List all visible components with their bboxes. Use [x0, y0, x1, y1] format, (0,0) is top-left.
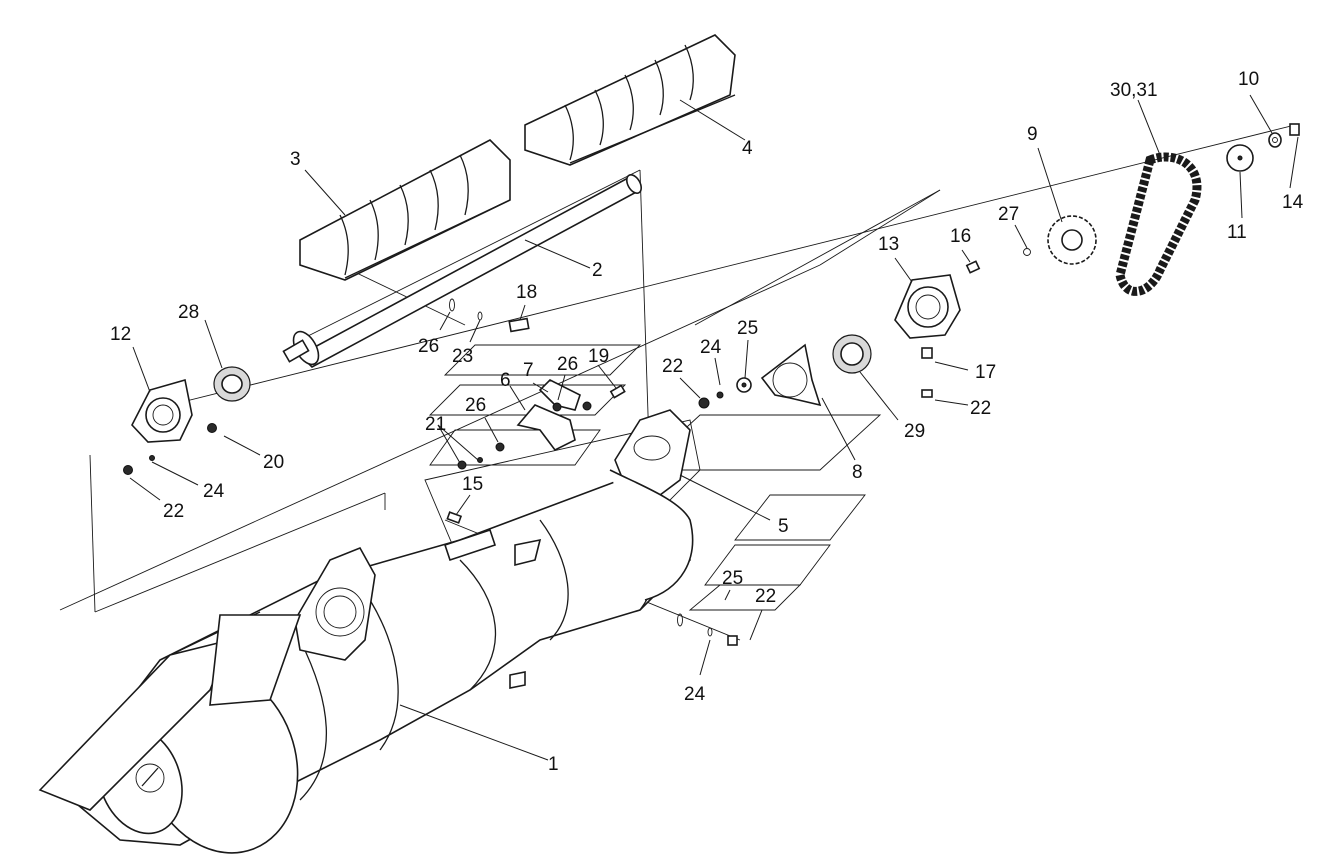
callout-8: 8: [852, 462, 863, 483]
callout-22-d: 22: [755, 586, 776, 607]
callout-5: 5: [778, 516, 789, 537]
callout-16: 16: [950, 226, 971, 247]
flange-right: [894, 274, 961, 339]
callout-10: 10: [1238, 69, 1259, 90]
callout-25-a: 25: [737, 318, 758, 339]
callout-4: 4: [742, 138, 753, 159]
callout-17: 17: [975, 362, 996, 383]
callout-26-a: 26: [418, 336, 439, 357]
callout-2: 2: [592, 260, 603, 281]
leader-lines: [129, 94, 1299, 761]
callout-11: 11: [1227, 222, 1247, 243]
half-cover-left: [299, 139, 511, 281]
bearing-right: [832, 334, 872, 374]
callout-20: 20: [263, 452, 284, 473]
callout-24-c: 24: [684, 684, 706, 705]
callout-27: 27: [998, 204, 1019, 225]
bearing-left: [213, 366, 251, 402]
callout-labels: 1 2 3 4 5 6 7 8 9 10 11 12 13 14 15 16 1…: [110, 69, 1304, 775]
callout-25-b: 25: [722, 568, 743, 589]
callout-13: 13: [878, 234, 899, 255]
callout-30-31: 30,31: [1110, 80, 1158, 101]
callout-12: 12: [110, 324, 131, 345]
callout-21: 21: [425, 414, 446, 435]
callout-24-a: 24: [203, 481, 225, 502]
center-lines: [59, 124, 1296, 641]
callout-14: 14: [1282, 192, 1304, 213]
callout-23: 23: [452, 346, 473, 367]
half-cover-right: [524, 34, 736, 166]
bracket-clips: [516, 379, 581, 452]
callout-3: 3: [290, 149, 301, 170]
flange-left: [131, 378, 193, 443]
elbow-bracket: [609, 409, 694, 601]
end-hardware: [1226, 123, 1300, 172]
callout-24-b: 24: [700, 337, 722, 358]
callout-22-b: 22: [662, 356, 683, 377]
callout-18: 18: [516, 282, 537, 303]
callout-19: 19: [588, 346, 609, 367]
auger-shaft: [282, 174, 643, 368]
callout-6: 6: [500, 370, 511, 391]
callout-7: 7: [523, 360, 534, 381]
drive-chain: [1115, 152, 1202, 296]
callout-26-b: 26: [557, 354, 578, 375]
callout-22-c: 22: [970, 398, 991, 419]
callout-26-c: 26: [465, 395, 486, 416]
callout-9: 9: [1027, 124, 1038, 145]
callout-22-a: 22: [163, 501, 184, 522]
callout-28: 28: [178, 302, 199, 323]
flange-mid: [760, 343, 822, 407]
fasteners: [123, 248, 1031, 646]
housing-tube: [38, 479, 691, 854]
callout-29: 29: [904, 421, 925, 442]
callout-1: 1: [548, 754, 559, 775]
sprocket: [1047, 215, 1097, 265]
callout-15: 15: [462, 474, 483, 495]
